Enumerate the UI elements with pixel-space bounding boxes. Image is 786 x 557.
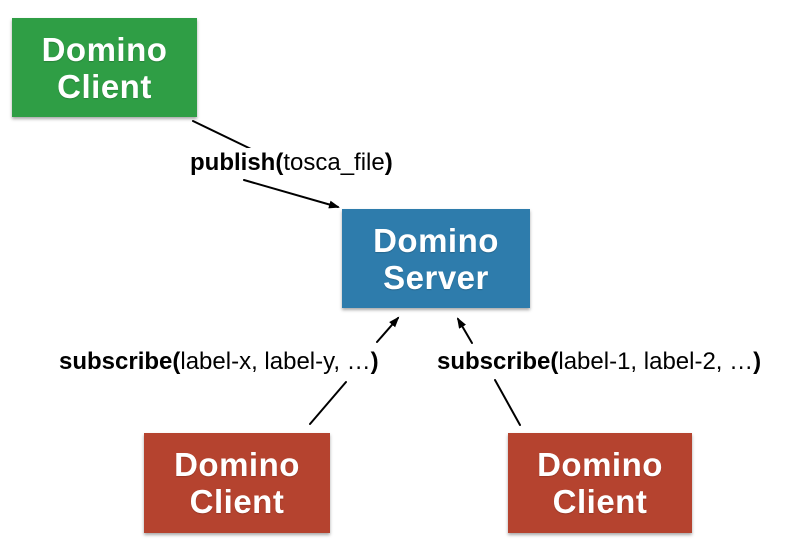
node-label-line1: Domino (41, 30, 168, 68)
subscribe-right-arrow-segment-lower (494, 379, 521, 426)
subscribe-right-call-args: label-1, label-2, … (558, 348, 754, 375)
node-domino-client-subscriber-left: Domino Client (144, 433, 330, 533)
publish-call-close-paren: ) (384, 149, 393, 176)
publish-arrow-segment-lower (243, 179, 340, 209)
publish-call-name: publish( (190, 149, 284, 176)
subscribe-left-call-close-paren: ) (370, 348, 379, 375)
node-label-line2: Client (189, 483, 285, 520)
publish-arrow-segment-upper (192, 120, 252, 150)
subscribe-right-call-name: subscribe( (437, 348, 559, 375)
node-domino-client-subscriber-right: Domino Client (508, 433, 692, 533)
subscribe-left-arrow-segment-upper (376, 316, 400, 343)
node-label-line2: Server (383, 258, 489, 296)
node-label-line1: Domino (373, 221, 499, 259)
edge-label-subscribe-left: subscribe(label-x, label-y, …) (57, 347, 381, 377)
publish-call-args: tosca_file (283, 149, 385, 176)
edge-label-publish: publish(tosca_file) (188, 148, 395, 178)
node-label-line2: Client (552, 483, 648, 520)
node-label-line2: Client (57, 67, 152, 105)
subscribe-left-arrow-segment-lower (309, 381, 347, 425)
node-domino-server: Domino Server (342, 209, 530, 308)
subscribe-right-arrow-segment-upper (456, 317, 473, 344)
subscribe-right-call-close-paren: ) (753, 348, 762, 375)
node-domino-client-publisher: Domino Client (12, 18, 197, 117)
subscribe-left-call-args: label-x, label-y, … (180, 348, 371, 375)
edge-label-subscribe-right: subscribe(label-1, label-2, …) (435, 347, 764, 377)
subscribe-left-call-name: subscribe( (59, 348, 181, 375)
node-label-line1: Domino (174, 446, 300, 483)
node-label-line1: Domino (537, 446, 663, 483)
